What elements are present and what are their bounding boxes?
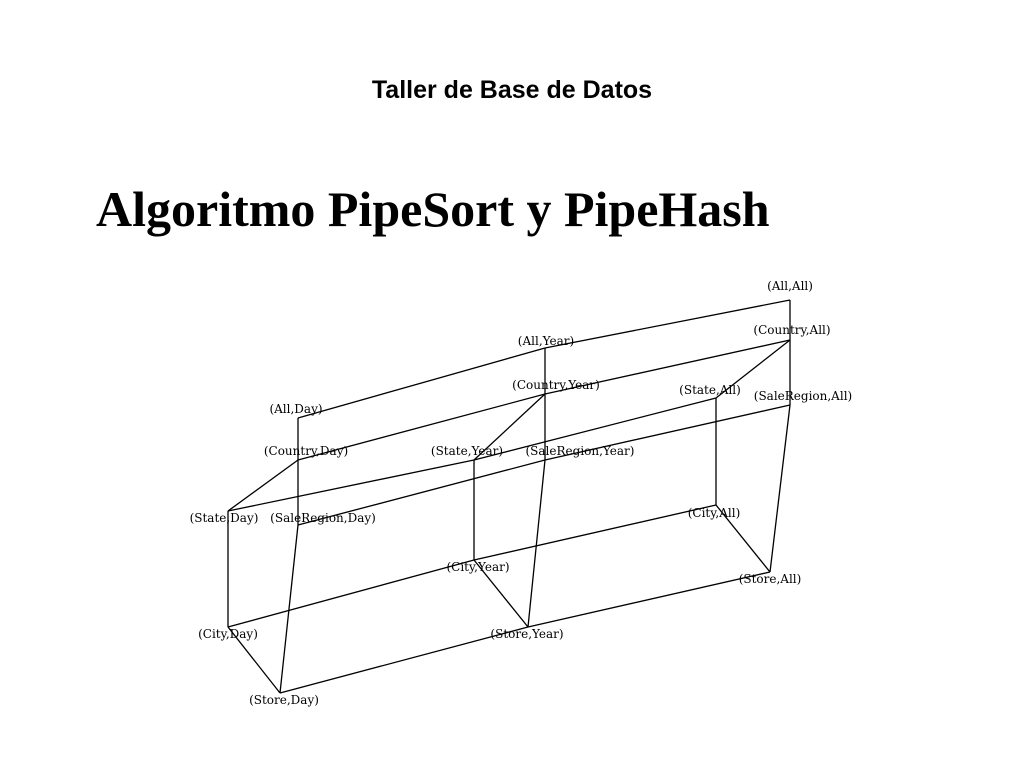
- slide-title: Algoritmo PipeSort y PipeHash: [96, 181, 770, 237]
- edge-country_all-to-state_all: [715, 339, 791, 399]
- edge-all_year-to-all_day: [297, 347, 546, 419]
- edge-saleregion_all-to-store_all: [769, 404, 791, 573]
- node-state-day: (State,Day): [190, 511, 259, 525]
- node-saleregion-day: (SaleRegion,Day): [270, 511, 376, 525]
- edge-saleregion_all-to-saleregion_year: [544, 404, 791, 461]
- edge-saleregion_day-to-store_day: [279, 524, 299, 694]
- node-city-year: (City,Year): [446, 560, 509, 574]
- node-saleregion-all: (SaleRegion,All): [754, 389, 852, 403]
- edge-saleregion_year-to-store_year: [527, 459, 546, 628]
- edge-country_year-to-state_year: [473, 393, 546, 461]
- node-all-day: (All,Day): [269, 402, 322, 416]
- node-saleregion-year: (SaleRegion,Year): [526, 444, 635, 458]
- lattice-edges: [227, 299, 791, 694]
- node-store-day: (Store,Day): [249, 693, 319, 707]
- edge-city_day-to-store_day: [227, 626, 281, 694]
- node-country-year: (Country,Year): [512, 378, 600, 392]
- edge-city_year-to-store_year: [473, 559, 529, 628]
- node-all-year: (All,Year): [518, 334, 574, 348]
- node-city-all: (City,All): [688, 506, 741, 520]
- node-store-year: (Store,Year): [490, 627, 563, 641]
- edge-country_all-to-country_year: [544, 339, 791, 395]
- node-all-all: (All,All): [767, 279, 813, 293]
- edge-saleregion_year-to-saleregion_day: [297, 459, 546, 526]
- edge-all_all-to-all_year: [544, 299, 791, 349]
- node-city-day: (City,Day): [198, 627, 258, 641]
- edge-city_all-to-city_year: [473, 504, 717, 561]
- node-state-all: (State,All): [679, 383, 741, 397]
- node-country-all: (Country,All): [753, 323, 830, 337]
- course-header: Taller de Base de Datos: [371, 76, 653, 104]
- edge-state_all-to-state_year: [473, 397, 717, 461]
- edge-state_year-to-state_day: [227, 459, 475, 512]
- edge-store_year-to-store_day: [279, 626, 529, 694]
- edge-country_day-to-state_day: [227, 459, 299, 512]
- edge-city_all-to-store_all: [715, 504, 771, 573]
- lattice-labels: (All,All) (Country,All) (All,Year) (Country…: [190, 279, 853, 707]
- edge-country_year-to-country_day: [297, 393, 546, 461]
- node-country-day: (Country,Day): [264, 444, 348, 458]
- edge-store_all-to-store_year: [527, 571, 771, 628]
- node-state-year: (State,Year): [431, 444, 503, 458]
- node-store-all: (Store,All): [739, 572, 802, 586]
- edge-city_year-to-city_day: [227, 559, 475, 628]
